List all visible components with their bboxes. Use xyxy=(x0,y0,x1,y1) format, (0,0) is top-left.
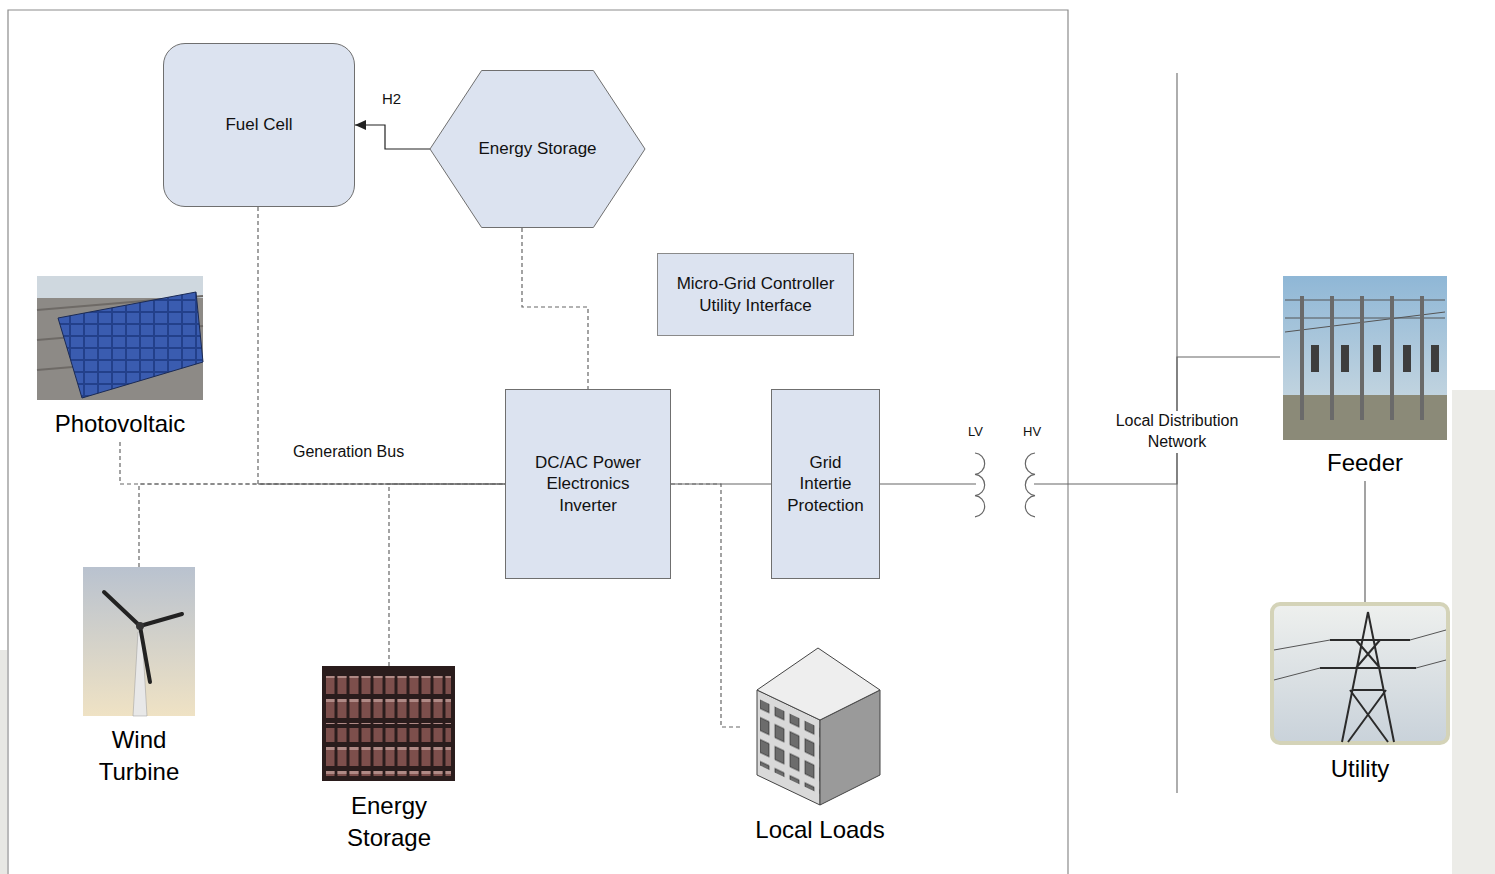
substation-picture xyxy=(1283,276,1447,440)
connector xyxy=(522,228,588,389)
network-label: Local Distribution Network xyxy=(1102,411,1252,453)
picture-caption: Wind Turbine xyxy=(89,724,189,788)
wind-turbine-node: Wind Turbine xyxy=(64,567,214,791)
connector-line xyxy=(120,442,505,484)
picture-caption: Energy Storage xyxy=(319,790,459,854)
storage-hexagon: Energy Storage xyxy=(430,70,645,228)
node-label: Energy Storage xyxy=(478,138,596,159)
utility-node: Utility xyxy=(1268,602,1452,788)
photovoltaic-picture xyxy=(37,276,203,400)
edge-label: H2 xyxy=(382,89,401,109)
feeder-node: Feeder xyxy=(1280,276,1450,481)
connector-line xyxy=(355,125,430,149)
connector xyxy=(389,484,505,666)
picture-caption: Photovoltaic xyxy=(35,408,205,440)
windows xyxy=(760,699,820,794)
battery-cells xyxy=(326,676,451,724)
transformer-winding xyxy=(975,453,985,517)
sky xyxy=(83,567,195,716)
hexagon-shape xyxy=(430,71,645,228)
sky xyxy=(37,276,203,298)
node-label: Micro-Grid Controller Utility Interface xyxy=(662,273,849,316)
sky xyxy=(1283,276,1447,440)
picture-caption: Local Loads xyxy=(745,814,895,846)
picture-caption: Utility xyxy=(1275,753,1445,785)
battery-picture xyxy=(322,666,455,781)
connector xyxy=(880,357,1280,484)
building-picture xyxy=(757,648,880,805)
connector xyxy=(120,442,505,484)
fuel-cell-box: Fuel Cell xyxy=(163,43,355,207)
microgrid-boundary xyxy=(8,10,1068,874)
connector-line xyxy=(522,228,588,389)
side-panel xyxy=(0,650,7,874)
battery-rack xyxy=(322,666,455,781)
inverter-box: DC/AC Power Electronics Inverter xyxy=(505,389,671,579)
connector xyxy=(258,207,505,484)
connector-line xyxy=(1364,481,1365,602)
side-panel xyxy=(1452,390,1495,874)
wind-turbine-picture xyxy=(83,567,195,716)
power-lines xyxy=(1274,630,1446,680)
window-grid xyxy=(760,699,820,794)
connector xyxy=(355,120,430,149)
node-label: DC/AC Power Electronics Inverter xyxy=(518,452,658,516)
connector xyxy=(671,484,740,727)
winding-label: LV xyxy=(968,424,983,441)
node-label: Grid Intertie Protection xyxy=(785,452,867,516)
connector xyxy=(1365,481,1366,602)
solar-panel xyxy=(58,292,203,398)
blades xyxy=(104,592,182,682)
controller-box: Micro-Grid Controller Utility Interface xyxy=(657,253,854,336)
battery-cells xyxy=(326,728,451,776)
hub xyxy=(136,622,144,630)
photovoltaic-node: Photovoltaic xyxy=(30,276,210,442)
arrowhead xyxy=(355,120,366,130)
local-loads-node: Local Loads xyxy=(740,648,900,848)
transformer-winding xyxy=(1025,453,1035,517)
bus-label: Generation Bus xyxy=(293,442,404,463)
protection-box: Grid Intertie Protection xyxy=(771,389,880,579)
connector-line xyxy=(258,207,505,484)
roof xyxy=(37,276,203,400)
connector-line xyxy=(139,484,505,567)
connector-line xyxy=(671,484,740,727)
battery-node: Energy Storage xyxy=(309,666,469,856)
pylon-picture xyxy=(1272,604,1448,743)
winding-label: HV xyxy=(1023,424,1041,441)
connector-line xyxy=(880,357,1280,484)
node-label: Fuel Cell xyxy=(225,114,292,135)
picture-caption: Feeder xyxy=(1285,447,1445,479)
insulators xyxy=(1315,345,1435,372)
connector xyxy=(139,484,505,567)
photo-frame xyxy=(1272,604,1448,743)
pylon xyxy=(1320,612,1416,742)
connector-line xyxy=(389,484,505,666)
